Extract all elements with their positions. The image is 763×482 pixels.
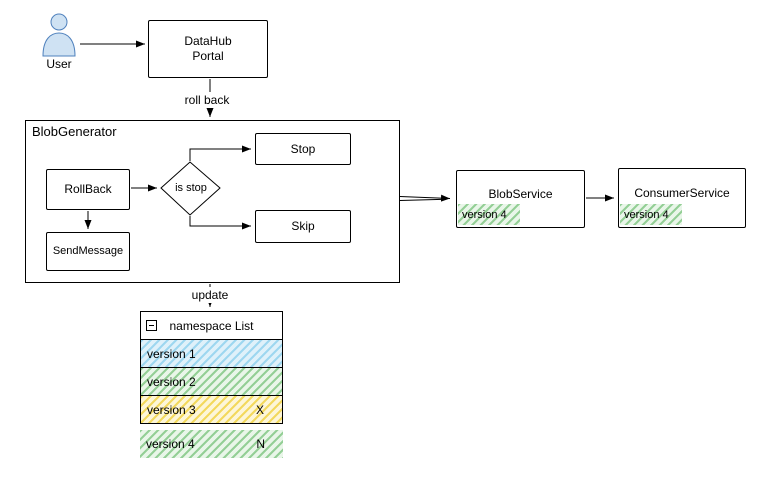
user-actor[interactable]: User [40, 13, 78, 71]
user-actor-icon [42, 13, 76, 57]
table-row-version-1[interactable]: version 1 [141, 339, 282, 367]
node-consumerservice[interactable]: ConsumerService version 4 [618, 168, 746, 228]
datahub-portal-label: DataHub Portal [184, 34, 232, 63]
table-row-version-4[interactable]: version 4 N [140, 430, 283, 458]
rollback-label: RollBack [64, 182, 112, 196]
row-label: version 4 [146, 437, 195, 451]
node-stop[interactable]: Stop [255, 133, 351, 165]
table-title: namespace List [169, 318, 254, 333]
stop-label: Stop [290, 141, 316, 156]
blobgenerator-title: BlobGenerator [32, 124, 117, 139]
table-header: namespace List [141, 312, 282, 339]
row-label: version 3 [147, 402, 196, 417]
row-label: version 1 [147, 346, 196, 361]
edge-blobgenerator-to-blobservice [399, 194, 451, 202]
edge-label-update: update [188, 287, 232, 303]
node-datahub-portal[interactable]: DataHub Portal [148, 20, 268, 78]
node-sendmessage[interactable]: SendMessage [46, 232, 130, 271]
blobservice-version-badge[interactable]: version 4 [458, 204, 520, 225]
edge-blobgenerator-to-blobservice-sketchline [399, 198, 447, 201]
sendmessage-label: SendMessage [52, 245, 124, 257]
consumerservice-version-badge[interactable]: version 4 [620, 204, 682, 225]
row-flag: X [255, 402, 264, 417]
consumerservice-version-label: version 4 [624, 208, 669, 221]
table-collapse-icon[interactable] [146, 320, 157, 331]
blobservice-version-label: version 4 [462, 208, 507, 221]
decision-label: is stop [175, 182, 207, 194]
table-row-version-2[interactable]: version 2 [141, 367, 282, 395]
table-row-version-3[interactable]: version 3 X [141, 395, 282, 423]
row-label: version 2 [147, 374, 196, 389]
node-rollback[interactable]: RollBack [46, 169, 130, 210]
node-skip[interactable]: Skip [255, 210, 351, 243]
consumerservice-label: ConsumerService [634, 185, 730, 200]
user-actor-label: User [46, 57, 72, 71]
node-blobservice[interactable]: BlobService version 4 [456, 170, 585, 228]
namespace-table[interactable]: namespace List version 1 version 2 versi… [140, 311, 283, 424]
blobservice-label: BlobService [488, 186, 553, 201]
skip-label: Skip [291, 219, 315, 233]
edge-label-roll-back: roll back [181, 92, 233, 108]
row-flag: N [256, 437, 265, 451]
